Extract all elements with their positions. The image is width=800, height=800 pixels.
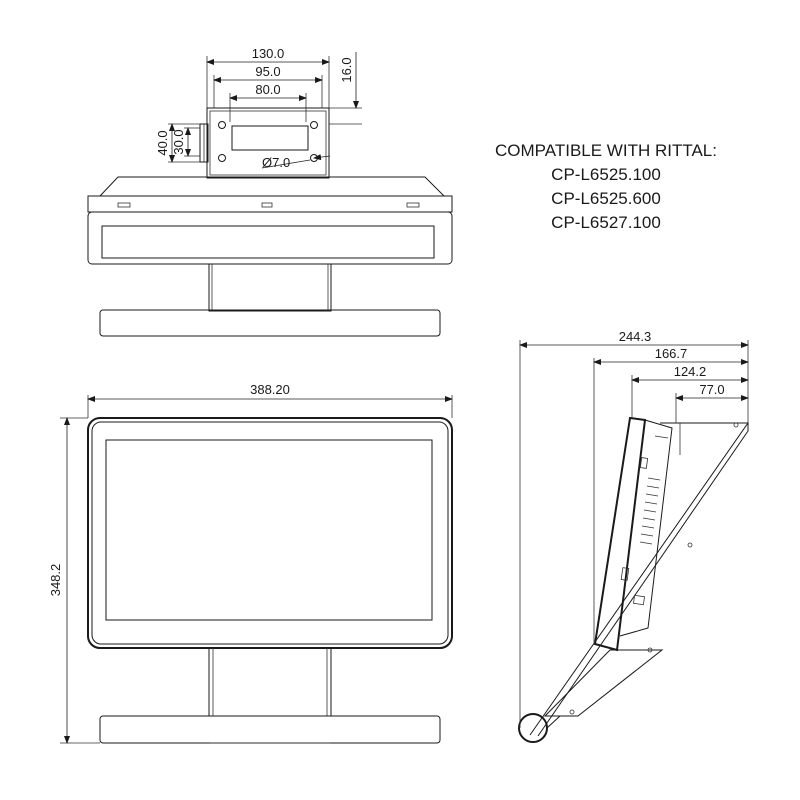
monitor-top-edge: [87, 195, 453, 213]
dim-front-height: 348.2: [48, 564, 63, 597]
compat-model: CP-L6527.100: [551, 213, 661, 232]
stand-base-top: [99, 309, 441, 337]
vesa-mount-plate: [206, 107, 330, 179]
vent-slots: [639, 477, 661, 545]
top-view: 130.0 95.0 80.0 16.0 40.0 30.0 Ø7.0: [87, 46, 453, 337]
mount-linkage: [543, 649, 664, 717]
stand-base: [99, 715, 441, 744]
mount-hole: [218, 154, 226, 162]
dim-height-outer: 40.0: [155, 130, 170, 155]
monitor-side-profile: [593, 416, 647, 652]
dim-depth-3: 124.2: [674, 364, 707, 379]
mount-hole: [310, 121, 318, 129]
monitor-screen: [105, 439, 433, 621]
front-view: 388.20 348.2: [48, 382, 453, 744]
compat-model: CP-L6525.600: [551, 189, 661, 208]
mount-plate-slot: [231, 125, 309, 151]
dim-front-width: 388.20: [250, 382, 290, 397]
dim-depth-2: 166.7: [655, 346, 688, 361]
dim-height-inner: 30.0: [171, 129, 186, 154]
monitor-top-housing: [99, 176, 445, 197]
dim-width-mid: 95.0: [255, 64, 280, 79]
dim-depth-4: 77.0: [699, 382, 724, 397]
mount-arm: [529, 421, 749, 737]
compatibility-note: COMPATIBLE WITH RITTAL: CP-L6525.100 CP-…: [466, 139, 746, 235]
dim-width-outer: 130.0: [252, 46, 285, 61]
dim-depth-total: 244.3: [619, 329, 652, 344]
compat-heading: COMPATIBLE WITH RITTAL:: [495, 141, 717, 160]
stand-neck-top: [208, 263, 332, 312]
mount-hole: [218, 121, 226, 129]
dim-height-side: 16.0: [339, 57, 354, 82]
dim-hole-diameter: Ø7.0: [262, 155, 290, 170]
pole-clamp: [518, 713, 548, 743]
stand-neck: [208, 647, 332, 717]
monitor-bezel: [87, 417, 453, 649]
monitor-display-edge: [101, 225, 435, 259]
compat-model: CP-L6525.100: [551, 165, 661, 184]
side-view: 244.3 166.7 124.2 77.0: [518, 329, 749, 743]
dim-width-inner: 80.0: [255, 82, 280, 97]
